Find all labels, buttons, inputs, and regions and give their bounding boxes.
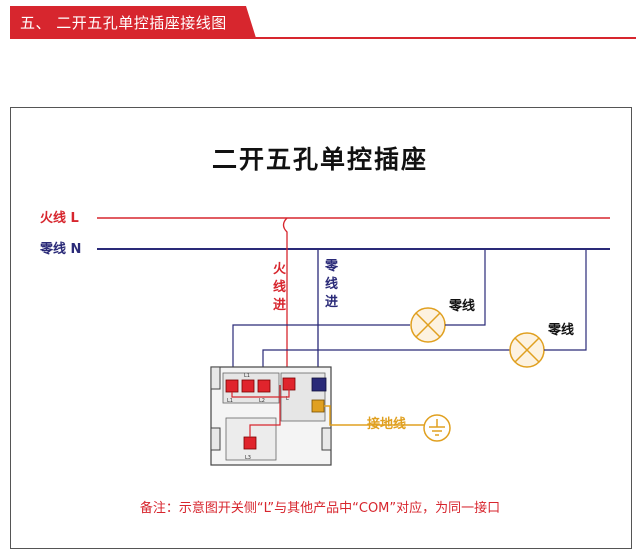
- jumper-l1-to-l3: [249, 385, 281, 437]
- lamp1-neutral-wire: [445, 249, 486, 326]
- lamp1-neutral-label: 零线: [448, 298, 475, 314]
- section-header-title: 五、 二开五孔单控插座接线图: [20, 14, 227, 32]
- terminal-l1-a: [225, 379, 239, 393]
- live-in-label-3: 进: [273, 298, 286, 313]
- live-in-wire: [282, 217, 288, 370]
- neutral-in-label-3: 进: [325, 295, 338, 310]
- live-line-label: 火线 L: [40, 210, 79, 226]
- terminal-label-l: L: [286, 396, 289, 402]
- neutral-in-label-2: 线: [325, 276, 338, 292]
- terminal-ground: [311, 399, 325, 413]
- diagram-note: 备注：示意图开关侧“L”与其他产品中“COM”对应，为同一接口: [139, 501, 501, 516]
- live-in-label-2: 线: [273, 279, 286, 295]
- ground-label: 接地线: [367, 416, 406, 432]
- terminal-label-l2: L2: [259, 398, 265, 404]
- terminal-l3: [243, 436, 257, 450]
- wiring-diagram: 火线 L 零线 N 火 线 进 零 线 进 零线 零线: [39, 210, 610, 466]
- ground-icon: [423, 414, 451, 442]
- neutral-in-label-1: 零: [324, 259, 339, 274]
- lamp2-neutral-label: 零线: [547, 322, 574, 338]
- section-header-underline: [10, 37, 636, 39]
- lamp-2-icon: [509, 332, 545, 368]
- live-in-label-1: 火: [273, 262, 287, 277]
- terminal-label-l1-a: L1: [227, 398, 233, 404]
- lamp1-switched-wire: [232, 324, 410, 382]
- neutral-line-label: 零线 N: [39, 241, 81, 257]
- terminal-l2: [257, 379, 271, 393]
- ground-wire: [324, 405, 425, 426]
- terminal-label-l3: L3: [245, 455, 251, 461]
- terminal-n: [311, 377, 327, 392]
- lamp-1-icon: [410, 307, 446, 343]
- section-header-bar: [10, 6, 256, 38]
- terminal-l1-b: [241, 379, 255, 393]
- terminal-label-l1-b: L1: [244, 373, 250, 379]
- diagram-title: 二开五孔单控插座: [211, 145, 428, 174]
- diagram-frame: [10, 107, 632, 549]
- lamp2-neutral-wire: [544, 249, 587, 351]
- jumper-l-to-l1: [231, 384, 290, 398]
